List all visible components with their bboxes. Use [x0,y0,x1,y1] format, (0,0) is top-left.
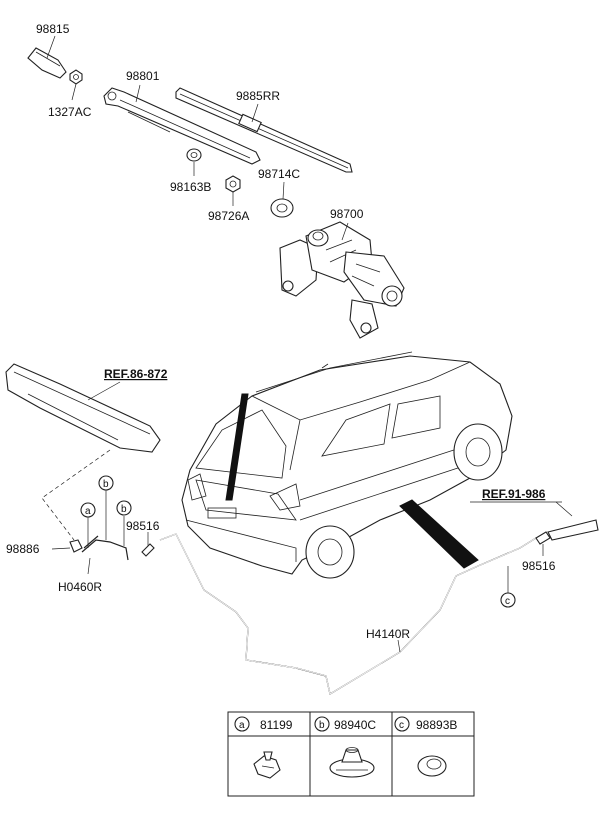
marker-b-upper [98,475,114,491]
pointer-wedge-side [399,499,479,569]
callout-98815: 98815 [36,22,70,36]
nozzle-98886 [69,539,83,553]
legend-marker-b [314,716,330,732]
hose-H0460R [81,535,129,561]
clip-icon [253,751,281,779]
pointer-wedge-motor [225,393,249,501]
legend-marker-a-label: a [239,720,245,731]
legend-table: a 81199 b 98940C c 98893B [227,711,475,797]
marker-a-on-hose [80,502,96,518]
vehicle-suv-rear-view [181,351,513,579]
legend-part-98940C: 98940C [334,718,376,732]
rear-wiper-motor [279,221,405,339]
callout-1327AC: 1327AC [48,105,92,119]
ref-91-986: REF.91-986 [482,487,546,501]
legend-part-98893B: 98893B [416,718,457,732]
callout-98516-left: 98516 [126,519,160,533]
callout-9885RR: 9885RR [236,89,280,103]
ring-grommet-icon [417,755,447,777]
legend-marker-c-label: c [399,720,404,731]
motor-grommet [270,198,294,218]
callout-98801: 98801 [126,69,160,83]
legend-part-81199: 81199 [260,718,293,732]
callout-H4140R: H4140R [366,627,410,641]
marker-a-label: a [85,506,91,517]
connector-98516-right [535,531,551,545]
ref-86-872: REF.86-872 [104,367,168,381]
callout-98163B: 98163B [170,180,211,194]
callout-98516-right: 98516 [522,559,556,573]
callout-H0460R: H0460R [58,580,102,594]
callout-98714C: 98714C [258,167,300,181]
wiper-arm-cap [27,47,67,79]
marker-b-lower-label: b [121,504,127,515]
washer-hose-H4140R [159,533,537,695]
marker-b-upper-label: b [103,479,109,490]
connector-98516-left [141,543,155,557]
callout-98886: 98886 [6,542,40,556]
rear-wiper-blade [175,87,353,173]
grommet-clip-icon [329,747,375,778]
callout-98726A: 98726A [208,209,249,223]
rear-wiper-arm [103,87,261,165]
callout-98700: 98700 [330,207,364,221]
pivot-nut [225,175,241,193]
legend-marker-c [394,716,410,732]
body-hose-end [547,519,599,541]
marker-c-label: c [505,596,510,607]
marker-b-lower [116,500,132,516]
legend-marker-a [234,716,250,732]
pivot-cap [186,148,202,162]
legend-marker-b-label: b [319,720,325,731]
wiper-arm-nut [69,69,83,85]
rear-spoiler [5,363,161,453]
